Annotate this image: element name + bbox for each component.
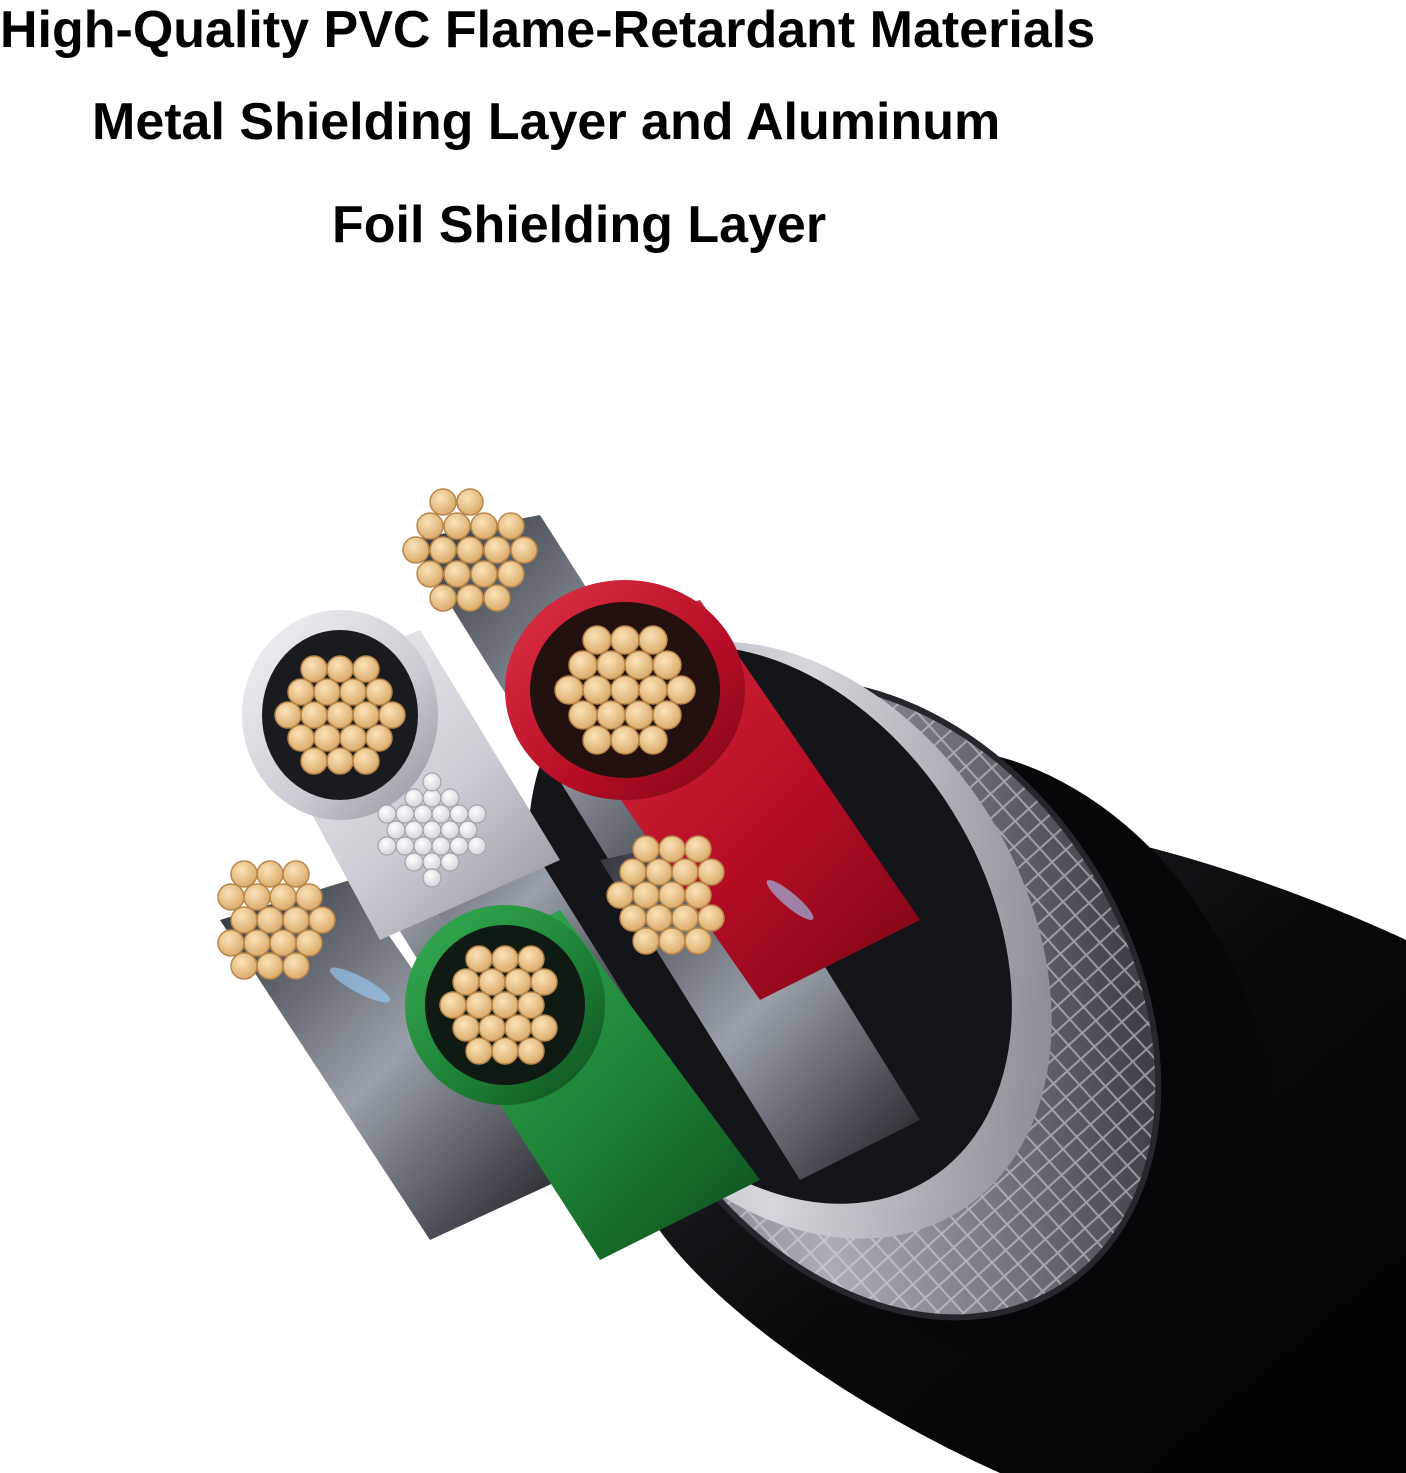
tinned-strands [377, 772, 487, 888]
caption-line-1: High-Quality PVC Flame-Retardant Materia… [0, 1, 1096, 59]
caption-line-3: Foil Shielding Layer [332, 196, 827, 254]
cable-cross-section-icon [217, 488, 1406, 1473]
copper-strands [217, 488, 725, 1065]
caption-line-2: Metal Shielding Layer and Aluminum [92, 93, 1001, 151]
light-glints [329, 879, 814, 1003]
